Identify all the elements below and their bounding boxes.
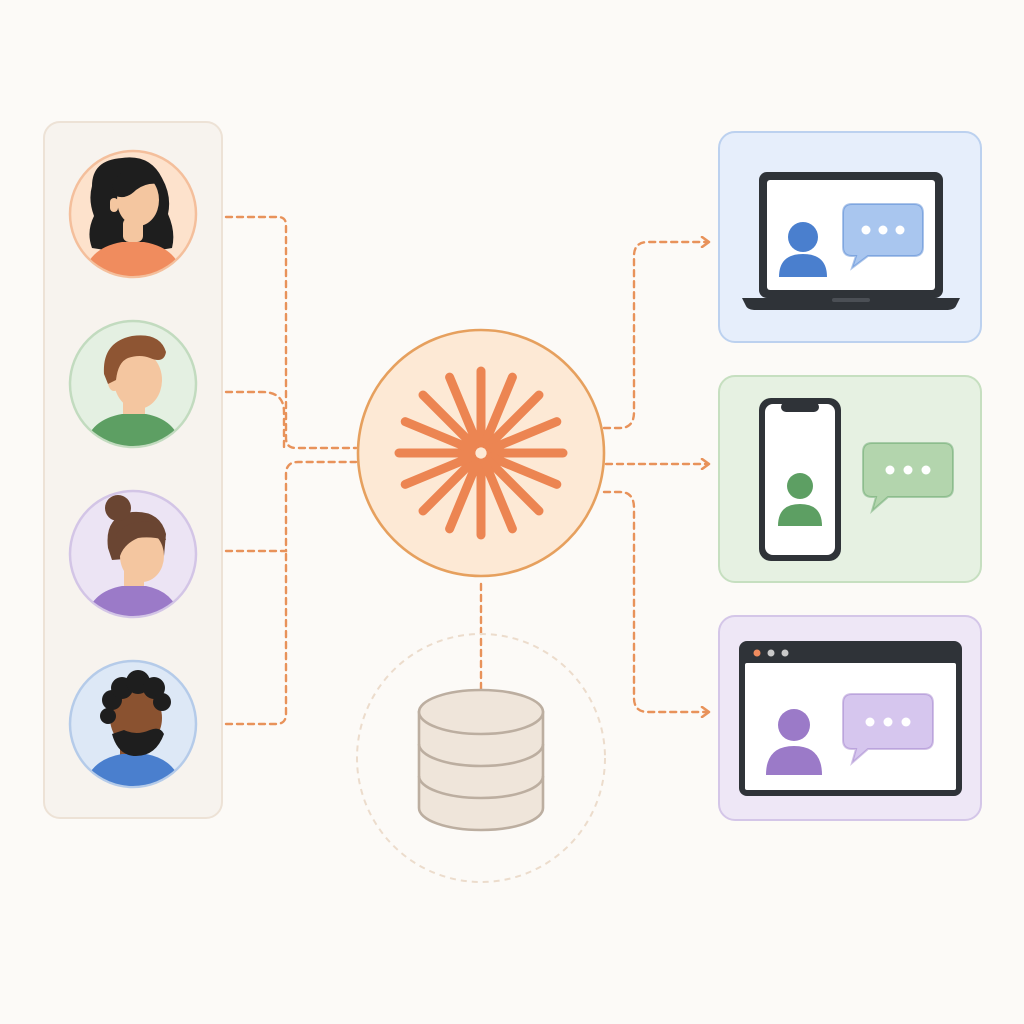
channel-browser[interactable]	[718, 615, 982, 821]
user-icon	[778, 473, 822, 526]
user-icon	[766, 709, 822, 775]
connector-channel-browser	[602, 490, 708, 712]
hub-ray	[485, 417, 562, 454]
data-store[interactable]	[356, 633, 606, 883]
user-icon	[779, 222, 827, 277]
channel-phone[interactable]	[718, 375, 982, 583]
person-avatar[interactable]	[68, 659, 198, 790]
hub-ray	[418, 455, 479, 516]
hub-ray	[400, 417, 477, 454]
database-icon	[417, 688, 545, 832]
hub-ray	[418, 390, 479, 451]
hub-ray	[400, 452, 477, 489]
people-panel	[43, 121, 223, 819]
connector-person-3	[224, 460, 358, 553]
channel-laptop[interactable]	[718, 131, 982, 343]
hub-ray	[480, 457, 517, 534]
person-avatar[interactable]	[68, 489, 198, 620]
hub-ray	[483, 390, 544, 451]
connector-person-1	[224, 215, 358, 450]
chat-bubble-icon	[842, 693, 934, 766]
central-hub[interactable]	[356, 328, 606, 578]
connector-person-4	[224, 549, 288, 726]
chat-bubble-icon	[842, 203, 924, 271]
person-avatar[interactable]	[68, 319, 198, 450]
hub-ray	[480, 372, 517, 449]
hub-ray	[445, 372, 482, 449]
connector-channel-laptop	[602, 242, 708, 430]
chat-bubble-icon	[862, 442, 954, 514]
starburst-hub-icon	[394, 366, 568, 540]
people-list	[68, 149, 198, 790]
person-avatar[interactable]	[68, 149, 198, 279]
hub-ray	[483, 455, 544, 516]
channel-connectors	[602, 242, 708, 712]
connector-person-2	[224, 390, 286, 450]
woman-long-hair-avatar-icon	[84, 157, 182, 276]
hub-ray	[485, 452, 562, 489]
hub-ray	[445, 457, 482, 534]
database-halo	[356, 633, 606, 883]
people-connectors	[224, 215, 358, 726]
